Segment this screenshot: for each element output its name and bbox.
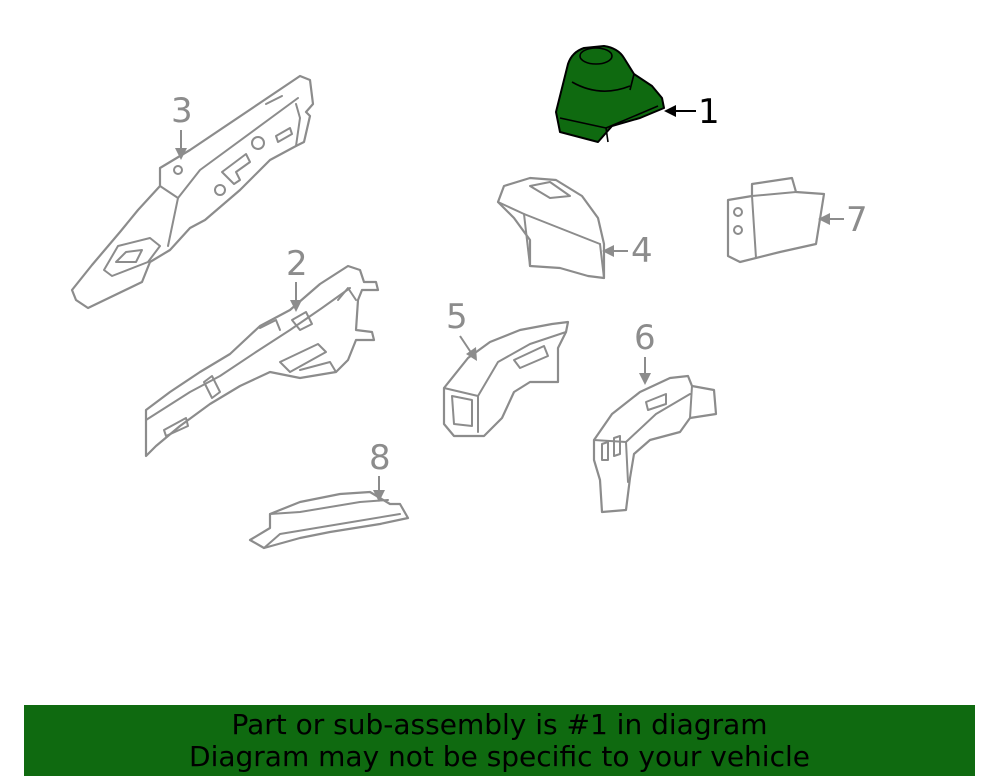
svg-text:7: 7 [846,200,868,240]
callout-3: 3 [171,91,193,160]
banner-line-2: Diagram may not be specific to your vehi… [189,740,810,773]
info-banner: Part or sub-assembly is #1 in diagram Di… [24,705,975,776]
callout-1: 1 [664,92,720,132]
parts-diagram: 1 2 3 4 5 6 7 8 [70,45,868,550]
part-4-housing[interactable] [496,176,606,280]
part-6-bracket[interactable] [592,374,718,514]
svg-text:1: 1 [698,92,720,132]
svg-text:5: 5 [446,297,468,337]
callout-4: 4 [602,231,653,271]
callout-7: 7 [818,200,868,240]
svg-text:6: 6 [634,318,656,358]
part-7-bracket[interactable] [726,176,826,264]
callout-6: 6 [634,318,656,385]
part-3-rail[interactable] [70,74,315,310]
svg-text:2: 2 [286,244,308,284]
part-8-strip[interactable] [248,490,410,550]
callout-5: 5 [446,297,477,361]
callout-2: 2 [286,244,308,312]
svg-text:8: 8 [369,438,391,478]
svg-text:3: 3 [171,91,193,131]
svg-text:4: 4 [631,231,653,271]
banner-line-1: Part or sub-assembly is #1 in diagram [231,708,768,741]
callout-8: 8 [369,438,391,502]
part-2-rail[interactable] [144,264,380,458]
part-1-highlighted[interactable] [555,45,665,143]
part-5-channel[interactable] [442,320,570,438]
